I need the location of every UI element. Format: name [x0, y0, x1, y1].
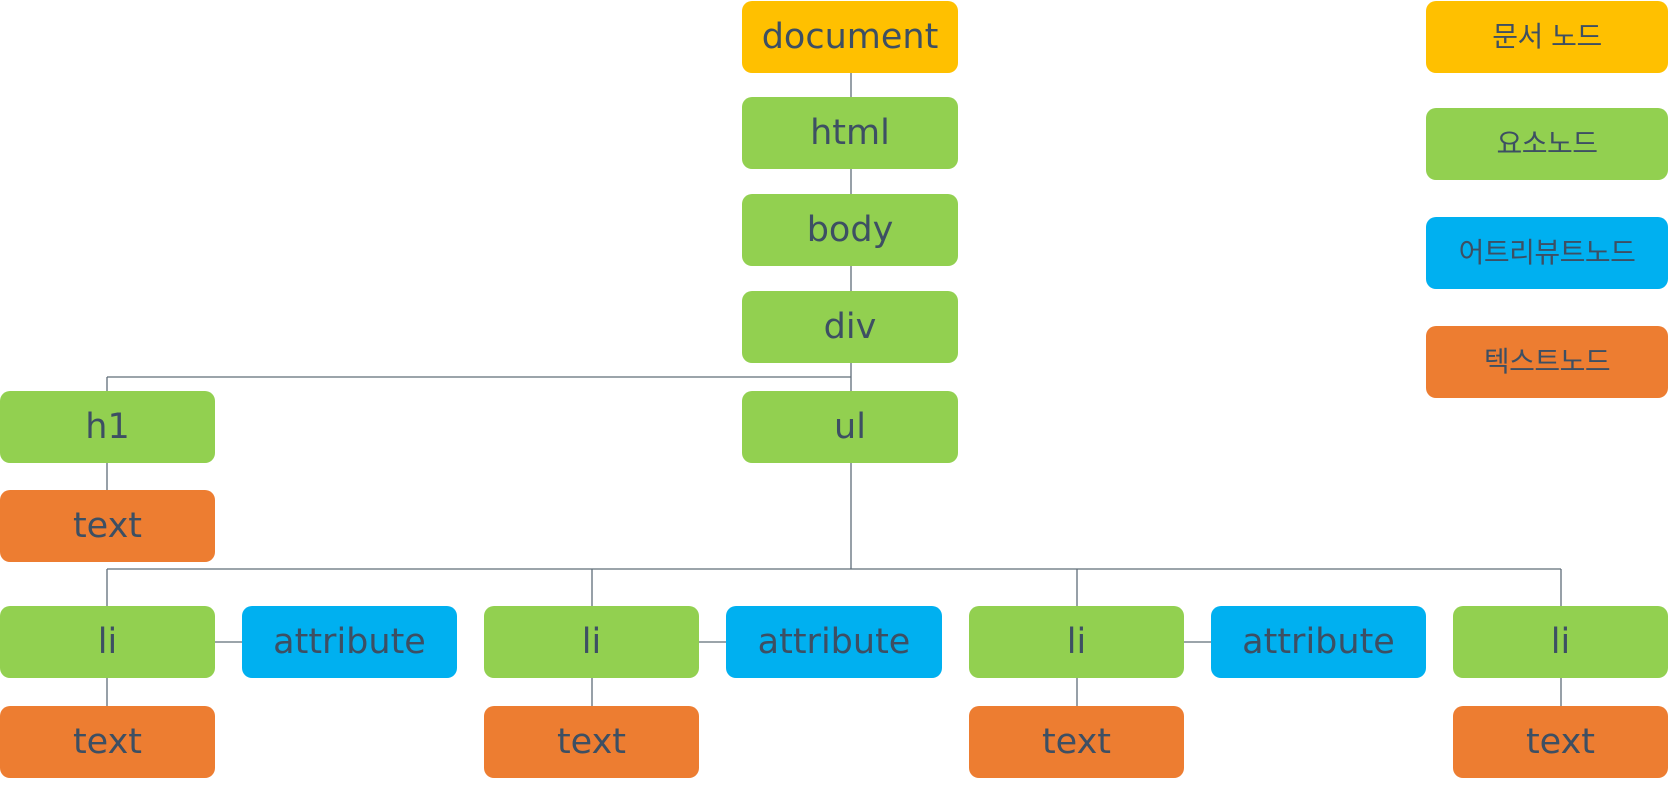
- legend-element-node: 요소노드: [1426, 108, 1668, 180]
- li-text-node-3-label: text: [1041, 721, 1112, 762]
- h1-node: h1: [0, 391, 215, 463]
- attribute-node-1-label: attribute: [273, 621, 426, 662]
- div-node: div: [742, 291, 958, 363]
- legend-text-node: 텍스트노드: [1426, 326, 1668, 398]
- li-node-1-label: li: [97, 621, 118, 662]
- legend-document-node-label: 문서 노드: [1492, 20, 1602, 53]
- li-node-2: li: [484, 606, 699, 678]
- li-text-node-3: text: [969, 706, 1184, 778]
- li-node-4-label: li: [1550, 621, 1571, 662]
- li-text-node-1: text: [0, 706, 215, 778]
- attribute-node-1: attribute: [242, 606, 457, 678]
- li-text-node-4-label: text: [1525, 721, 1596, 762]
- li-node-3: li: [969, 606, 1184, 678]
- legend-attribute-node: 어트리뷰트노드: [1426, 217, 1668, 289]
- li-node-4: li: [1453, 606, 1668, 678]
- attribute-node-3-label: attribute: [1242, 621, 1395, 662]
- li-node-3-label: li: [1066, 621, 1087, 662]
- ul-node-label: ul: [834, 406, 866, 447]
- attribute-node-2-label: attribute: [757, 621, 911, 662]
- body-node: body: [742, 194, 958, 266]
- h1-text-node: text: [0, 490, 215, 562]
- h1-node-label: h1: [85, 406, 130, 447]
- h1-text-node-label: text: [72, 505, 143, 546]
- li-node-2-label: li: [581, 621, 602, 662]
- document-node: document: [742, 1, 958, 73]
- legend-text-node-label: 텍스트노드: [1483, 345, 1611, 378]
- attribute-node-2: attribute: [726, 606, 942, 678]
- legend-element-node-label: 요소노드: [1496, 127, 1598, 160]
- li-text-node-2: text: [484, 706, 699, 778]
- li-text-node-4: text: [1453, 706, 1668, 778]
- li-text-node-1-label: text: [72, 721, 143, 762]
- li-text-node-2-label: text: [556, 721, 627, 762]
- document-node-label: document: [761, 16, 939, 57]
- legend-document-node: 문서 노드: [1426, 1, 1668, 73]
- html-node: html: [742, 97, 958, 169]
- ul-node: ul: [742, 391, 958, 463]
- li-node-1: li: [0, 606, 215, 678]
- html-node-label: html: [810, 112, 890, 153]
- div-node-label: div: [823, 306, 877, 347]
- body-node-label: body: [806, 209, 894, 250]
- attribute-node-3: attribute: [1211, 606, 1426, 678]
- legend-attribute-node-label: 어트리뷰트노드: [1458, 236, 1636, 269]
